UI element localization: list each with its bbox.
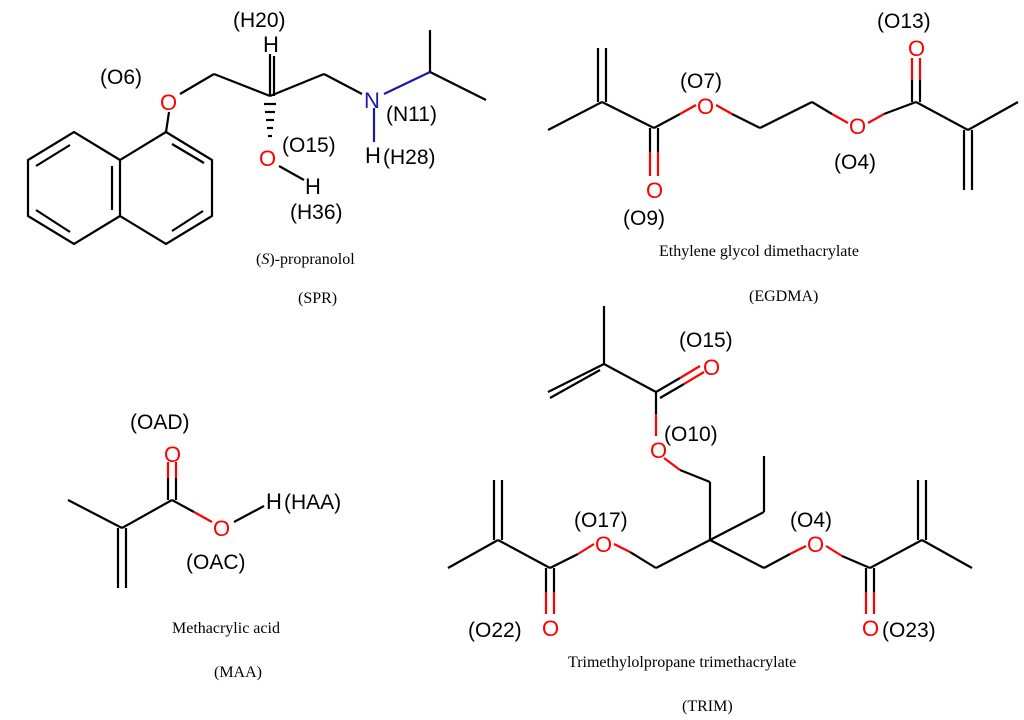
maa-label-haa: (HAA) bbox=[284, 491, 341, 514]
spr-hydroxyl-oxygen: O bbox=[259, 146, 276, 171]
egdma-ester-oxygen-o4: O bbox=[849, 114, 866, 139]
maa-hydroxyl-hydrogen: H bbox=[266, 489, 282, 514]
egdma-ester-oxygen-o7: O bbox=[697, 94, 714, 119]
trim-label-o15: (O15) bbox=[679, 329, 733, 352]
trim-label-o23: (O23) bbox=[882, 619, 936, 642]
trim-abbreviation: (TRIM) bbox=[682, 698, 733, 715]
trim-name: Trimethylolpropane trimethacrylate bbox=[568, 654, 796, 671]
trim-label-o10: (O10) bbox=[664, 423, 718, 446]
spr-label-o6: (O6) bbox=[100, 66, 142, 89]
spr-label-h36: (H36) bbox=[290, 201, 343, 224]
egdma-structure: O O O O (O7) (O13) (O4) (O9) Ethylene gl… bbox=[547, 10, 1019, 305]
spr-chiral-hydrogen: H bbox=[263, 32, 279, 57]
maa-name: Methacrylic acid bbox=[172, 620, 280, 637]
egdma-carbonyl-oxygen-o9: O bbox=[646, 178, 663, 203]
spr-ether-oxygen: O bbox=[160, 90, 177, 115]
trim-ester-oxygen-o17: O bbox=[595, 532, 612, 557]
spr-name: (S)-propranolol bbox=[256, 251, 355, 268]
maa-abbreviation: (MAA) bbox=[214, 664, 262, 681]
spr-amine-hydrogen: H bbox=[365, 143, 381, 168]
egdma-name: Ethylene glycol dimethacrylate bbox=[659, 243, 859, 260]
trim-carbonyl-oxygen-o23: O bbox=[862, 616, 879, 641]
spr-amine-nitrogen: N bbox=[364, 88, 380, 113]
spr-label-h28: (H28) bbox=[383, 146, 436, 169]
spr-label-o15: (O15) bbox=[282, 134, 336, 157]
spr-label-h20: (H20) bbox=[233, 9, 286, 32]
trim-label-o22: (O22) bbox=[468, 619, 522, 642]
egdma-label-o4: (O4) bbox=[834, 151, 876, 174]
spr-structure: O H O H N H (O6) (H20) (N11) (O15) (H28)… bbox=[26, 9, 487, 307]
spr-hydroxyl-hydrogen: H bbox=[305, 174, 321, 199]
maa-hydroxyl-oxygen: O bbox=[213, 516, 230, 541]
maa-label-oac: (OAC) bbox=[186, 551, 246, 574]
spr-label-n11: (N11) bbox=[386, 103, 437, 126]
maa-structure: O O H (OAD) (HAA) (OAC) Methacrylic acid… bbox=[67, 411, 341, 681]
egdma-label-o7: (O7) bbox=[680, 70, 722, 93]
trim-ester-oxygen-o4: O bbox=[807, 532, 824, 557]
hashed-wedge-bond bbox=[264, 102, 276, 138]
egdma-label-o9: (O9) bbox=[623, 207, 665, 230]
trim-ester-oxygen-o10: O bbox=[650, 438, 667, 463]
maa-label-oad: (OAD) bbox=[130, 411, 190, 434]
trim-carbonyl-oxygen-o22: O bbox=[542, 616, 559, 641]
maa-carbonyl-oxygen: O bbox=[164, 442, 181, 467]
egdma-label-o13: (O13) bbox=[877, 10, 931, 33]
spr-abbreviation: (SPR) bbox=[298, 290, 337, 307]
trim-carbonyl-oxygen-o15: O bbox=[703, 355, 720, 380]
egdma-abbreviation: (EGDMA) bbox=[749, 288, 818, 305]
egdma-carbonyl-oxygen-o13: O bbox=[908, 36, 925, 61]
trim-label-o4: (O4) bbox=[790, 509, 832, 532]
trim-label-o17: (O17) bbox=[574, 509, 628, 532]
trim-structure: O O O O O O (O15) (O10) (O17) (O4) (O22)… bbox=[447, 306, 973, 715]
